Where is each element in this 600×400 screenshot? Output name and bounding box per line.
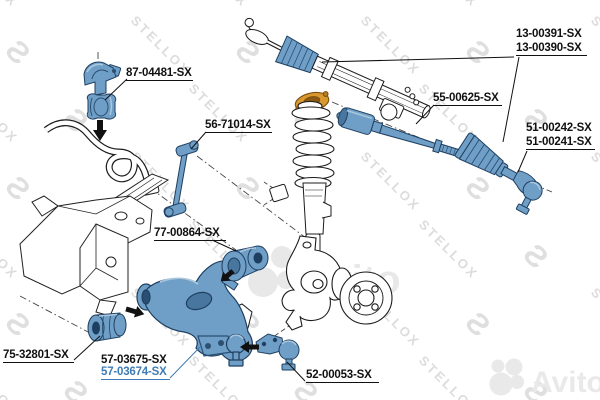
ball-joint-part: [255, 333, 300, 371]
assembly-arrows: [93, 120, 259, 353]
steering-knuckle-drawing: [281, 235, 351, 331]
part-number-label: 51-00242-SX: [526, 122, 592, 134]
part-number-label: 57-03675-SX: [101, 354, 167, 366]
coil-spring-drawing: [291, 100, 335, 190]
steering-rack-drawing: [244, 17, 431, 121]
control-arm-part: [136, 260, 254, 367]
avito-corner-logo: Avito: [487, 351, 600, 400]
arrow-downleft-icon: [220, 269, 235, 282]
arrow-down-icon: [93, 120, 107, 141]
part-number-label: 52-00053-SX: [306, 369, 379, 383]
part-number-label: 75-32801-SX: [3, 349, 74, 363]
avito-dots-icon: Avito: [489, 358, 600, 399]
stabilizer-bushing-part: [86, 93, 117, 120]
part-number-label: 56-71014-SX: [205, 119, 272, 133]
arrow-left-icon: [240, 341, 259, 353]
inner-tie-rod-part: [336, 107, 461, 158]
wheel-hub-drawing: [331, 267, 393, 325]
leader-lines: [73, 56, 528, 382]
avito-logo-text: Avito: [531, 366, 600, 399]
arrow-right-icon: [125, 305, 145, 318]
stabilizer-link-part: [163, 140, 199, 218]
part-number-label: 57-03674-SX: [101, 366, 170, 380]
part-number-label: 55-00625-SX: [433, 92, 502, 106]
part-number-label: 87-04481-SX: [126, 67, 193, 81]
subframe-drawing: [19, 173, 170, 317]
part-number-label: 13-00390-SX: [516, 42, 587, 56]
arm-front-bushing-part: [87, 312, 127, 342]
part-number-label: 13-00391-SX: [516, 28, 582, 40]
part-number-label: 51-00241-SX: [526, 136, 595, 150]
part-number-label: 77-00864-SX: [154, 227, 226, 241]
tie-rod-end-part: [500, 165, 543, 215]
